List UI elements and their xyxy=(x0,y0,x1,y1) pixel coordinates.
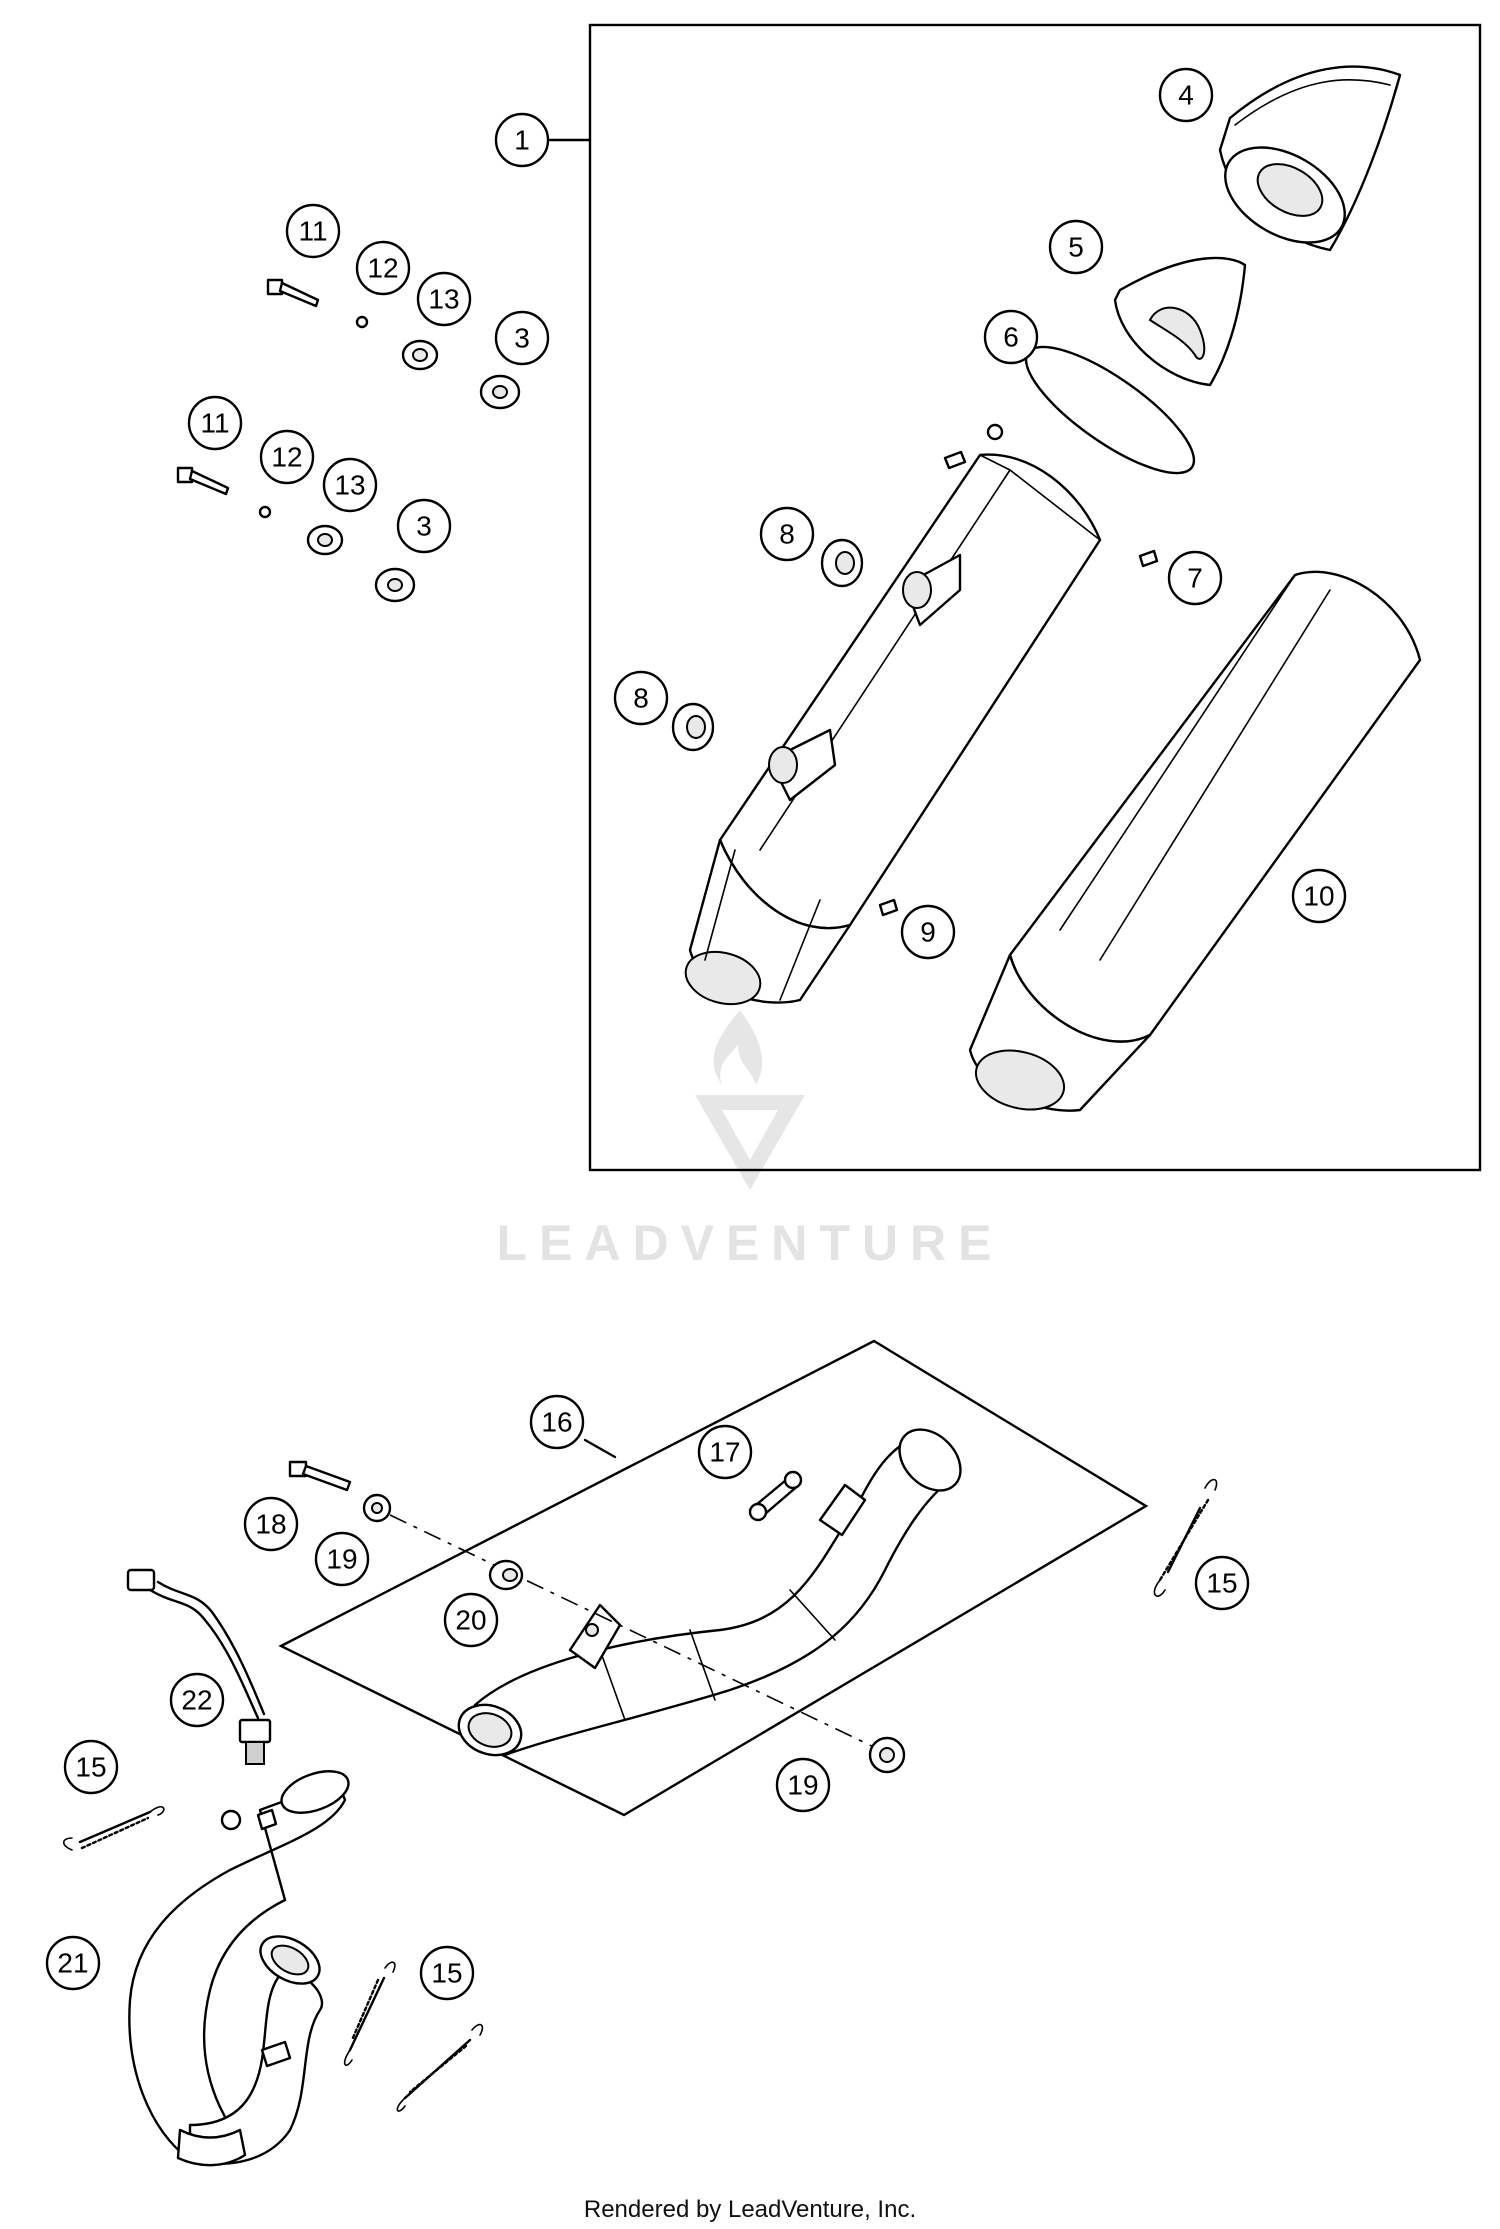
spring-15-left xyxy=(62,1806,165,1851)
svg-text:8: 8 xyxy=(779,519,795,550)
callout-19-upper: 19 xyxy=(314,1531,370,1587)
oxygen-sensor-22 xyxy=(126,1568,272,1765)
callout-15-bottom: 15 xyxy=(419,1945,475,2001)
svg-text:11: 11 xyxy=(298,216,327,247)
callout-13-lower: 13 xyxy=(322,457,378,513)
callout-13-upper: 13 xyxy=(416,271,472,327)
bolt-11-upper xyxy=(266,278,320,308)
spring-15-bottom-b xyxy=(396,2023,484,2112)
end-cap-outer xyxy=(1218,65,1402,252)
callout-12-upper: 12 xyxy=(355,240,411,296)
muffler-body xyxy=(684,453,1102,1006)
svg-text:12: 12 xyxy=(271,442,302,473)
grommet-8-lower xyxy=(671,702,715,752)
callout-10: 10 xyxy=(1291,868,1347,924)
washer-19-lower xyxy=(868,1736,906,1774)
bolt-18 xyxy=(288,1460,352,1492)
washer-12-upper xyxy=(355,315,369,329)
svg-text:9: 9 xyxy=(920,917,936,948)
end-cap-inner xyxy=(1113,256,1247,387)
callout-11-upper: 11 xyxy=(285,203,341,259)
callout-12-lower: 12 xyxy=(259,429,315,485)
callout-8-upper: 8 xyxy=(759,506,815,562)
callout-15-left: 15 xyxy=(63,1739,119,1795)
grommet-8-upper xyxy=(820,538,864,588)
screw-9 xyxy=(878,898,899,917)
callout-21: 21 xyxy=(45,1935,101,1991)
grommet-13-lower xyxy=(306,524,344,556)
callout-5: 5 xyxy=(1048,219,1104,275)
bolt-11-lower xyxy=(176,466,230,496)
connecting-pipe-frame xyxy=(278,1339,1149,1817)
svg-text:15: 15 xyxy=(75,1752,106,1783)
callout-19-lower: 19 xyxy=(775,1757,831,1813)
callout-16: 16 xyxy=(529,1394,585,1450)
grommet-13-upper xyxy=(401,339,439,371)
callout-8-lower: 8 xyxy=(613,670,669,726)
svg-text:21: 21 xyxy=(57,1948,88,1979)
header-pipe-21 xyxy=(128,1770,350,2167)
spring-15-right xyxy=(1153,1478,1218,1597)
washer-12-lower xyxy=(258,505,272,519)
svg-text:22: 22 xyxy=(181,1685,212,1716)
grommet-20 xyxy=(488,1559,524,1591)
svg-text:10: 10 xyxy=(1303,881,1334,912)
callout-4: 4 xyxy=(1158,67,1214,123)
callout-6: 6 xyxy=(983,309,1039,365)
svg-text:7: 7 xyxy=(1187,563,1203,594)
callout-22: 22 xyxy=(169,1672,225,1728)
muffler-assembly-frame xyxy=(588,23,1482,1172)
svg-text:12: 12 xyxy=(367,253,398,284)
callouts: 1 4 5 6 7 8 8 9 10 11 12 13 3 11 12 13 3… xyxy=(45,67,1347,2001)
v-logo-icon xyxy=(695,1095,805,1190)
svg-text:8: 8 xyxy=(633,683,649,714)
screw-7 xyxy=(1138,549,1159,568)
flame-logo-icon xyxy=(713,1010,763,1085)
callout-3-lower: 3 xyxy=(396,498,452,554)
callout-3-upper: 3 xyxy=(494,310,550,366)
svg-text:5: 5 xyxy=(1068,232,1084,263)
svg-text:15: 15 xyxy=(431,1958,462,1989)
washer-19-upper xyxy=(362,1493,392,1523)
watermark-text: LEADVENTURE xyxy=(496,1215,1003,1271)
svg-text:17: 17 xyxy=(709,1437,740,1468)
muffler-sleeve xyxy=(968,570,1422,1112)
callout-18: 18 xyxy=(243,1496,299,1552)
svg-text:20: 20 xyxy=(455,1605,486,1636)
callout-9: 9 xyxy=(900,904,956,960)
svg-text:4: 4 xyxy=(1178,80,1194,111)
svg-text:19: 19 xyxy=(787,1770,818,1801)
grommet-3-upper xyxy=(479,374,521,410)
svg-text:18: 18 xyxy=(255,1509,286,1540)
leader-line-16 xyxy=(583,1438,617,1459)
svg-text:15: 15 xyxy=(1206,1568,1237,1599)
svg-text:3: 3 xyxy=(514,323,530,354)
svg-text:19: 19 xyxy=(326,1544,357,1575)
assembly-axis-line xyxy=(389,1514,881,1751)
svg-text:16: 16 xyxy=(541,1407,572,1438)
callout-15-right: 15 xyxy=(1194,1555,1250,1611)
clamp-17 xyxy=(748,1470,803,1522)
screw-small-top xyxy=(943,423,1004,470)
grommet-3-lower xyxy=(374,567,416,603)
callout-17: 17 xyxy=(697,1424,753,1480)
footer-credit: Rendered by LeadVenture, Inc. xyxy=(583,2196,917,2223)
callout-7: 7 xyxy=(1167,550,1223,606)
callout-1: 1 xyxy=(494,112,550,168)
spring-15-bottom-a xyxy=(343,1961,396,2066)
svg-text:11: 11 xyxy=(200,408,229,439)
svg-text:6: 6 xyxy=(1003,322,1019,353)
svg-text:3: 3 xyxy=(416,511,432,542)
callout-20: 20 xyxy=(443,1592,499,1648)
svg-text:13: 13 xyxy=(428,284,459,315)
svg-text:1: 1 xyxy=(514,125,530,156)
svg-text:13: 13 xyxy=(334,470,365,501)
callout-11-lower: 11 xyxy=(187,395,243,451)
connecting-pipe xyxy=(457,1428,962,1757)
leadventure-watermark: LEADVENTURE xyxy=(496,1010,1003,1271)
